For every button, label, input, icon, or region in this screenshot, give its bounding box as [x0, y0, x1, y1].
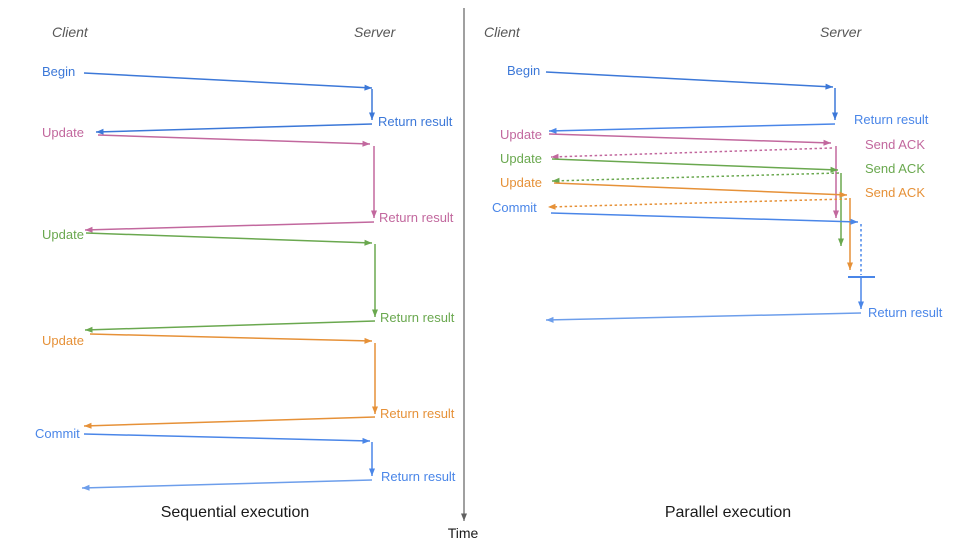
right-final-process-end-arrowhead — [858, 301, 864, 309]
right-begin-return-label: Return result — [854, 112, 929, 127]
right-update2-ack-label: Send ACK — [865, 161, 925, 176]
right-client-header: Client — [484, 24, 521, 40]
left-commit-request — [83, 433, 371, 442]
left-server-header: Server — [354, 24, 397, 40]
right-update3-request-end-arrowhead — [839, 191, 847, 198]
time-axis-line-end-arrowhead — [461, 513, 467, 521]
right-update1-ack-label: Send ACK — [865, 137, 925, 152]
time-axis-label: Time — [448, 525, 479, 540]
left-begin-return-end-arrowhead — [96, 128, 104, 135]
right-server-header: Server — [820, 24, 863, 40]
right-begin-request — [545, 71, 834, 88]
right-update2-label: Update — [500, 151, 542, 166]
right-commit-request — [550, 212, 859, 223]
right-update2-request-end-arrowhead — [830, 166, 838, 173]
left-update2-request-end-arrowhead — [364, 239, 372, 246]
right-update1-request — [548, 133, 832, 144]
right-panel-title: Parallel execution — [665, 504, 791, 521]
left-begin-request — [83, 72, 373, 89]
left-update3-return — [83, 416, 376, 427]
left-update3-return-label: Return result — [380, 406, 455, 421]
left-update1-return-end-arrowhead — [85, 226, 93, 233]
right-update2-request — [551, 158, 839, 171]
left-panel-title: Sequential execution — [161, 504, 310, 521]
left-update2-request — [85, 232, 373, 244]
right-update1-ack-end-arrowhead — [551, 153, 559, 160]
left-update1-request — [97, 134, 371, 145]
left-update2-return-end-arrowhead — [85, 326, 93, 333]
left-update3-label: Update — [42, 333, 84, 348]
left-update1-return-label: Return result — [379, 210, 454, 225]
left-begin-return — [95, 123, 373, 133]
left-update2-label: Update — [42, 227, 84, 242]
left-client-header: Client — [52, 24, 89, 40]
right-update3-label: Update — [500, 175, 542, 190]
left-commit-label: Commit — [35, 426, 80, 441]
right-update1-ack — [550, 147, 833, 158]
left-update2-return — [84, 320, 376, 331]
left-begin-process-end-arrowhead — [369, 112, 375, 120]
right-update3-request — [553, 182, 848, 196]
right-update1-label: Update — [500, 127, 542, 142]
right-update3-ack-label: Send ACK — [865, 185, 925, 200]
left-update1-request-end-arrowhead — [362, 140, 370, 147]
right-begin-return — [548, 123, 836, 132]
left-begin-label: Begin — [42, 64, 75, 79]
left-begin-return-label: Return result — [378, 114, 453, 129]
left-commit-return-label: Return result — [381, 469, 456, 484]
right-final-return — [545, 312, 862, 321]
left-commit-return — [81, 479, 373, 489]
right-final-return-label: Return result — [868, 305, 943, 320]
right-final-return-end-arrowhead — [546, 316, 554, 323]
right-update3-ack-end-arrowhead — [548, 203, 556, 210]
right-begin-request-end-arrowhead — [825, 83, 833, 90]
right-commit-label: Commit — [492, 200, 537, 215]
left-update3-return-end-arrowhead — [84, 422, 92, 429]
left-update3-process-end-arrowhead — [372, 406, 378, 414]
left-update1-process-end-arrowhead — [371, 210, 377, 218]
right-update3-process-end-arrowhead — [847, 262, 853, 270]
left-commit-request-end-arrowhead — [362, 437, 370, 444]
left-update3-request-end-arrowhead — [364, 337, 372, 344]
left-commit-process-end-arrowhead — [369, 468, 375, 476]
left-update1-return — [84, 221, 375, 231]
right-update1-process-end-arrowhead — [833, 210, 839, 218]
right-update1-request-end-arrowhead — [823, 139, 831, 146]
right-begin-label: Begin — [507, 63, 540, 78]
left-update3-request — [89, 333, 373, 342]
left-begin-request-end-arrowhead — [364, 84, 372, 91]
left-update2-return-label: Return result — [380, 310, 455, 325]
left-update1-label: Update — [42, 125, 84, 140]
right-begin-return-end-arrowhead — [549, 127, 557, 134]
left-commit-return-end-arrowhead — [82, 484, 90, 491]
left-update2-process-end-arrowhead — [372, 309, 378, 317]
right-update2-process-end-arrowhead — [838, 238, 844, 246]
right-update2-ack-end-arrowhead — [552, 177, 560, 184]
right-begin-process-end-arrowhead — [832, 112, 838, 120]
right-commit-request-end-arrowhead — [850, 218, 858, 225]
